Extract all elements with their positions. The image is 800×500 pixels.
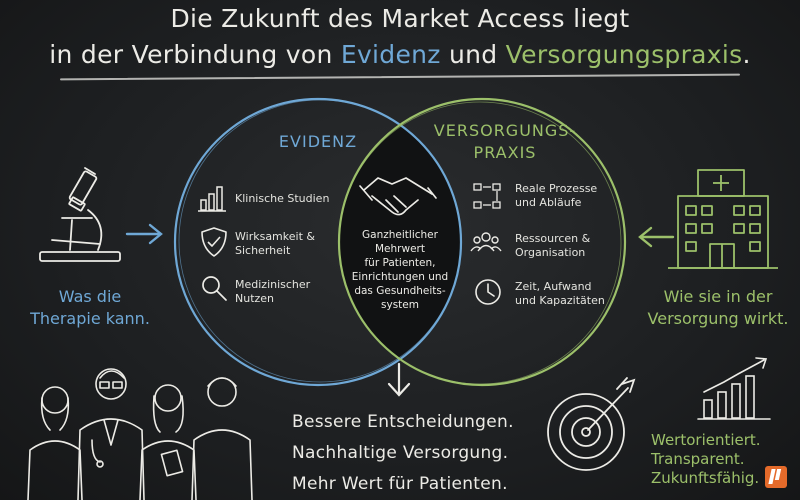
title-post: . [742, 40, 751, 69]
title-evidenz: Evidenz [340, 40, 441, 69]
bar-chart-icon [198, 186, 226, 212]
microscope-icon [39, 167, 121, 262]
shield-check-icon [201, 227, 227, 257]
process-flow-icon [473, 183, 501, 209]
result-line-3: Mehr Wert für Patienten. [292, 474, 508, 494]
evidenz-item-wirksamkeit: Wirksamkeit & Sicherheit [235, 230, 315, 257]
praxis-item-ressourcen: Ressourcen & Organisation [515, 232, 591, 259]
title-pre: in der Verbindung von [49, 40, 341, 69]
evidenz-item-nutzen: Medizinischer Nutzen [235, 278, 311, 305]
tagline-1: Wertorientiert. [651, 431, 761, 449]
team-illustration [27, 368, 253, 500]
people-icon [470, 232, 502, 252]
logo-icon [765, 466, 787, 488]
hospital-icon [668, 169, 778, 269]
page-title-line1: Die Zukunft des Market Access liegt [170, 4, 630, 33]
praxis-item-prozesse: Reale Prozesse und Abläufe [515, 182, 598, 209]
praxis-title-line2: PRAXIS [473, 143, 537, 162]
magnifier-icon [202, 276, 227, 301]
right-arrow-icon [125, 223, 163, 245]
page-title-line2: in der Verbindung von Evidenz und Versor… [0, 40, 800, 69]
evidenz-item-studien: Klinische Studien [235, 192, 330, 205]
left-arrow-icon [638, 226, 675, 248]
clock-icon [475, 279, 501, 305]
praxis-title-line1: VERSORGUNGS- [433, 121, 577, 140]
tagline-3: Zukunftsfähig. [651, 469, 760, 487]
title-mid: und [440, 40, 506, 69]
result-line-2: Nachhaltige Versorgung. [292, 443, 509, 463]
down-arrow-icon [387, 362, 411, 397]
praxis-item-zeit: Zeit, Aufwand und Kapazitäten [515, 280, 605, 307]
result-line-1: Bessere Entscheidungen. [292, 412, 514, 432]
intersection-area [339, 99, 461, 385]
left-caption: Was die Therapie kann. [30, 287, 150, 328]
title-praxis: Versorgungspraxis [505, 40, 743, 69]
evidenz-title: EVIDENZ [278, 132, 358, 151]
handshake-icon [359, 177, 437, 216]
growth-chart-icon [697, 357, 771, 420]
center-value-text: Ganzheitlicher Mehrwert für Patienten, E… [351, 229, 449, 311]
tagline-2: Transparent. [651, 450, 745, 468]
right-caption: Wie sie in der Versorgung wirkt. [647, 287, 789, 328]
praxis-title: VERSORGUNGS- PRAXIS [430, 120, 580, 164]
target-icon [547, 377, 636, 471]
